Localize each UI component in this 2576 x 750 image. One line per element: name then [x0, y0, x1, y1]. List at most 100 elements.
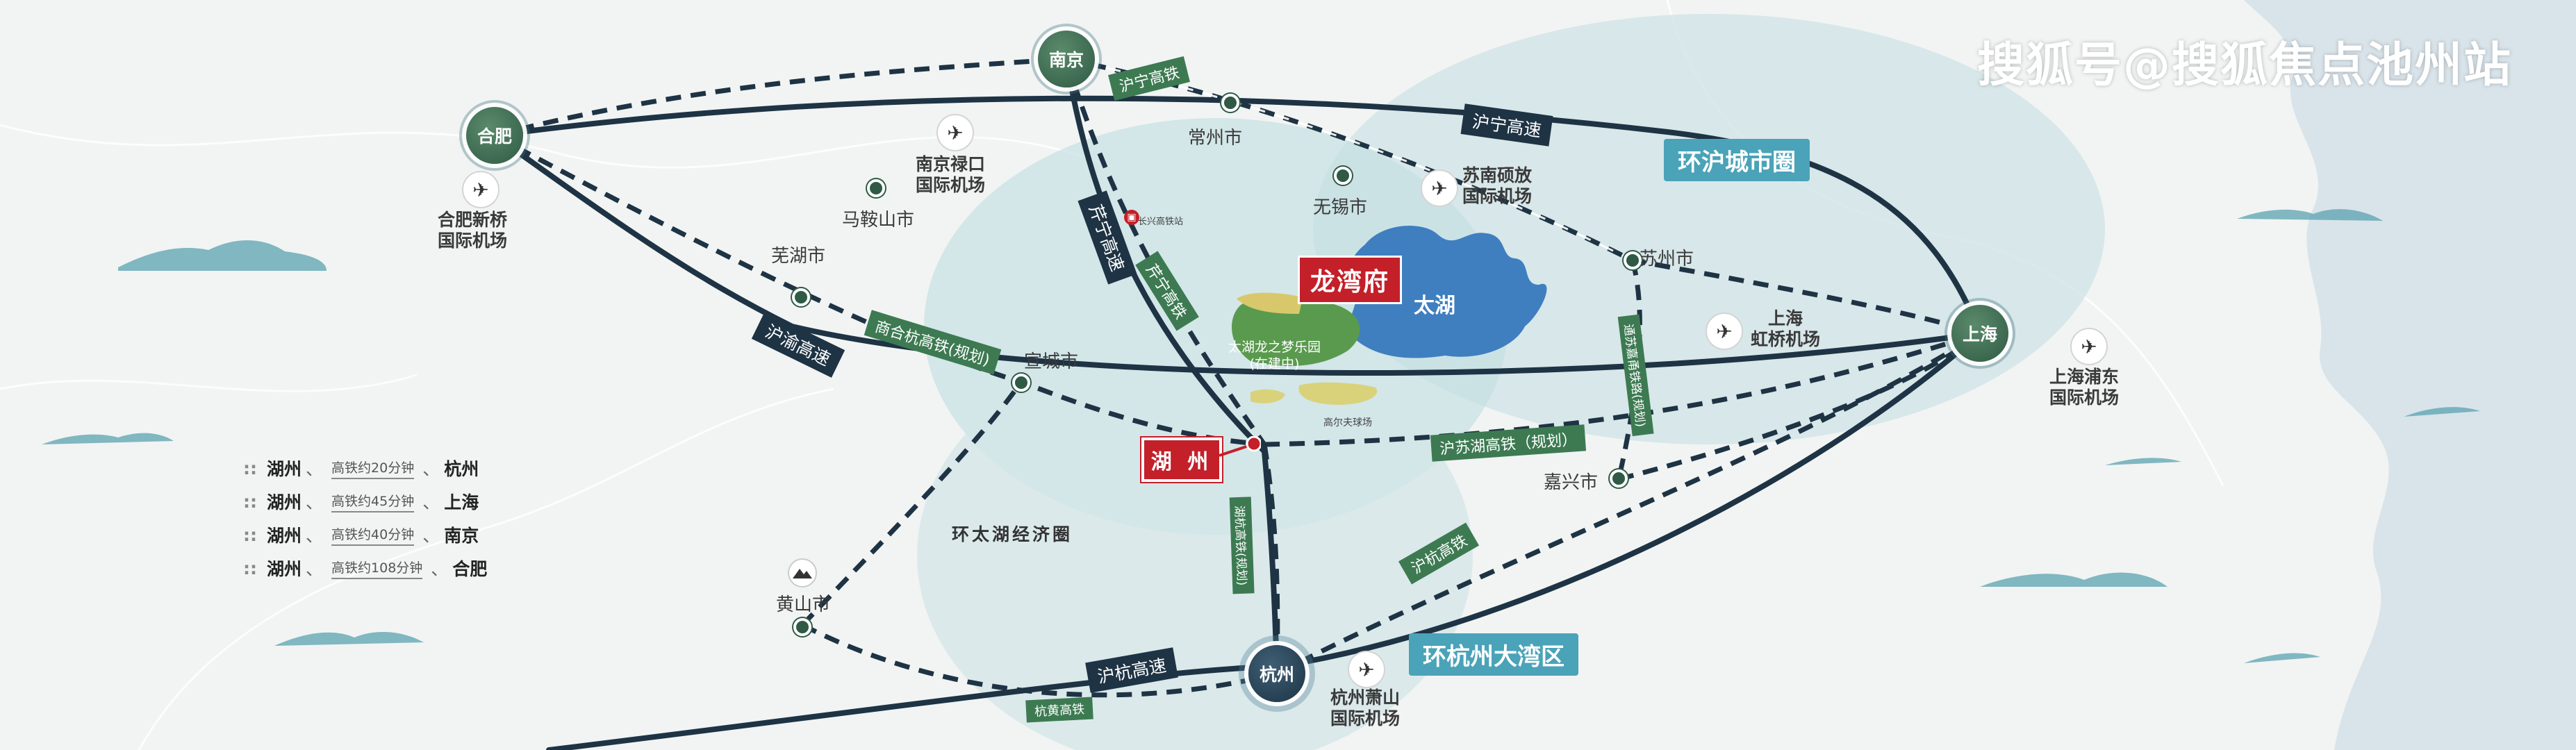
hefei-nanjing-rail — [494, 56, 1067, 138]
airport-nanjing-line2: 国际机场 — [916, 175, 986, 195]
landmark-dream-park-line1: 太湖龙之梦乐园 — [1228, 340, 1321, 355]
airport-sunan-line1: 苏南硕放 — [1462, 165, 1533, 185]
huzhou-pointer — [1219, 436, 1261, 457]
tong-su-jia-ning-line — [1616, 260, 1642, 480]
airport-pudong-line1: 上海浦东 — [2049, 367, 2120, 387]
label-changzhou: 常州市 — [1188, 128, 1243, 149]
hu-su-hu-rail-line — [1264, 331, 1981, 447]
label-wuhu: 芜湖市 — [771, 246, 826, 267]
travel-time-legend: :: 湖州、 高铁约20分钟、 杭州 :: 湖州、 高铁约45分钟、 上海 ::… — [243, 451, 487, 585]
dot-maanshan — [867, 179, 885, 197]
airport-sunan-line2: 国际机场 — [1462, 186, 1533, 206]
label-huangshan: 黄山市 — [776, 594, 831, 615]
jiaxing-shanghai-line — [1618, 331, 1982, 482]
legend-row: :: 湖州、 高铁约108分钟、 合肥 — [243, 551, 487, 585]
legend-via: 高铁约40分钟 — [331, 524, 415, 546]
huzhou-marker[interactable]: 湖 州 — [1141, 438, 1222, 482]
legend-row: :: 湖州、 高铁约45分钟、 上海 — [243, 485, 487, 518]
airport-pudong: 上海浦东 国际机场 — [2049, 367, 2119, 408]
airplane-icon: ✈ — [2070, 328, 2108, 365]
hang-huang-rail-line — [801, 622, 1278, 698]
xi-ning-expressway-line — [1064, 56, 1280, 676]
mountain-icon — [788, 558, 817, 588]
airport-hongqiao-line1: 上海 — [1768, 308, 1803, 328]
legend-via: 高铁约108分钟 — [331, 558, 423, 579]
taihu-label: 太湖 — [1414, 294, 1455, 318]
legend-bullet: :: — [243, 558, 257, 578]
label-suzhou: 苏州市 — [1640, 249, 1694, 269]
hu-hang-rail-line — [1275, 331, 1981, 676]
legend-from: 湖州 — [267, 526, 302, 546]
region-taihu-circle: 环太湖经济圈 — [952, 524, 1073, 544]
dot-xuancheng — [1012, 374, 1030, 392]
legend-from: 湖州 — [267, 559, 302, 579]
airport-hefei-line2: 国际机场 — [438, 231, 508, 251]
label-xuancheng: 宣城市 — [1024, 351, 1079, 372]
region-hangzhou-bay: 环杭州大湾区 — [1409, 633, 1578, 676]
huangshan-xuancheng-line — [800, 380, 1023, 627]
airport-nanjing: 南京禄口 国际机场 — [916, 154, 985, 196]
train-station-icon: ▣ — [1124, 210, 1139, 225]
landmark-dream-park-line2: (在建中) — [1249, 356, 1300, 372]
landmark-dream-park: 太湖龙之梦乐园 (在建中) — [1228, 339, 1321, 372]
airport-hefei-line1: 合肥新桥 — [438, 210, 508, 230]
airplane-icon: ✈ — [1348, 651, 1385, 688]
dot-wuhu — [792, 288, 810, 306]
airport-hongqiao-line2: 虹桥机场 — [1751, 329, 1821, 349]
project-marker[interactable]: 龙湾府 — [1298, 256, 1402, 304]
label-maanshan: 马鞍山市 — [842, 210, 915, 231]
legend-bullet: :: — [243, 491, 257, 512]
rail-highlight — [1066, 58, 1633, 262]
hub-nanjing[interactable]: 南京 — [1038, 31, 1095, 88]
legend-via: 高铁约20分钟 — [331, 458, 415, 479]
legend-bullet: :: — [243, 458, 257, 478]
airplane-icon: ✈ — [1421, 169, 1458, 207]
legend-via: 高铁约45分钟 — [331, 491, 415, 512]
dot-huangshan — [793, 618, 811, 636]
airport-hongqiao: 上海 虹桥机场 — [1751, 308, 1820, 350]
dream-park-sub — [1237, 292, 1303, 314]
airport-hefei: 合肥新桥 国际机场 — [438, 210, 507, 251]
hub-shanghai[interactable]: 上海 — [1951, 305, 2008, 362]
landmark-golf: 高尔夫球场 — [1323, 417, 1372, 428]
hub-hefei[interactable]: 合肥 — [466, 107, 523, 164]
airplane-icon: ✈ — [936, 114, 974, 151]
legend-row: :: 湖州、 高铁约40分钟、 南京 — [243, 518, 487, 551]
watermark-text: 搜狐号@搜狐焦点池州站 — [1976, 38, 2512, 93]
landmark-changxing-station: 长兴高铁站 — [1138, 217, 1184, 227]
hub-hangzhou[interactable]: 杭州 — [1248, 645, 1305, 702]
decorative-clouds — [42, 209, 2480, 663]
legend-bullet: :: — [243, 524, 257, 545]
legend-from: 湖州 — [267, 459, 302, 479]
hu-ning-expressway-line — [492, 95, 1983, 336]
region-shanghai-circle: 环沪城市圈 — [1664, 139, 1810, 181]
dream-park-area — [1232, 296, 1360, 367]
dot-changzhou — [1221, 94, 1239, 112]
route-hang-huang-rail: 杭黄高铁 — [1025, 697, 1093, 723]
airplane-icon: ✈ — [462, 171, 499, 208]
legend-to: 上海 — [444, 492, 479, 512]
airport-xiaoshan-line1: 杭州萧山 — [1330, 688, 1401, 708]
dot-suzhou — [1624, 251, 1642, 269]
legend-to: 合肥 — [452, 559, 488, 579]
dot-wuxi — [1334, 167, 1352, 185]
label-jiaxing: 嘉兴市 — [1544, 472, 1599, 493]
dot-jiaxing — [1610, 469, 1628, 488]
legend-to: 南京 — [444, 526, 479, 546]
golf-area — [1298, 382, 1378, 405]
airplane-icon: ✈ — [1706, 312, 1743, 350]
legend-to: 杭州 — [444, 459, 479, 479]
legend-row: :: 湖州、 高铁约20分钟、 杭州 — [243, 451, 487, 485]
legend-from: 湖州 — [267, 492, 302, 512]
label-wuxi: 无锡市 — [1313, 197, 1368, 218]
mountain-area — [1250, 389, 1285, 403]
airport-sunan: 苏南硕放 国际机场 — [1462, 165, 1532, 207]
airport-pudong-line2: 国际机场 — [2049, 388, 2120, 408]
airport-xiaoshan-line2: 国际机场 — [1330, 708, 1401, 728]
xi-ning-rail-line — [1064, 58, 1266, 447]
sea — [2244, 0, 2576, 750]
airport-xiaoshan: 杭州萧山 国际机场 — [1330, 688, 1400, 729]
airport-nanjing-line1: 南京禄口 — [916, 154, 986, 174]
